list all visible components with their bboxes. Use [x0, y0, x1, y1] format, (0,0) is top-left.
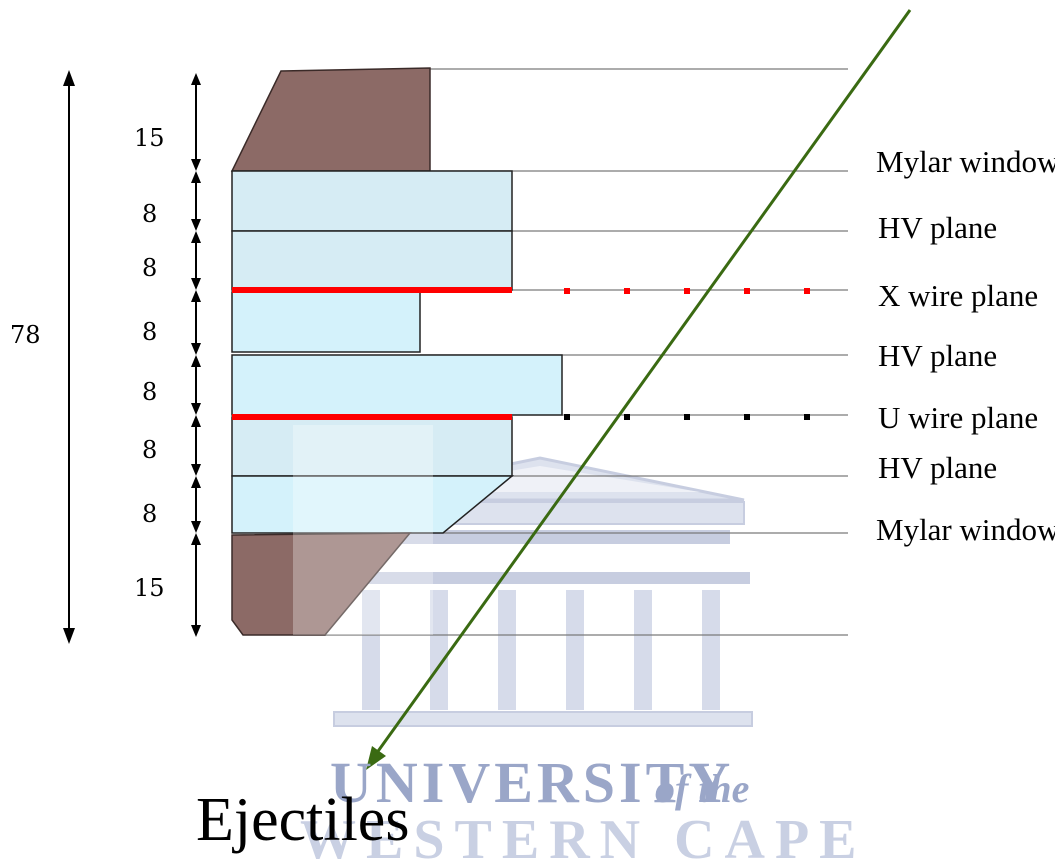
segment-arrow	[191, 73, 201, 171]
watermark-line2: WESTERN CAPE	[300, 809, 867, 863]
segment-arrow	[191, 533, 201, 637]
ejectile-track	[366, 9, 912, 770]
segment-arrow	[191, 290, 201, 355]
segment-arrow	[191, 415, 201, 476]
segment-dimension-label: 15	[134, 124, 165, 152]
hv-plane-1	[231, 170, 513, 232]
top-frame	[230, 67, 431, 172]
total-dimension-label: 78	[10, 321, 41, 349]
segment-arrow	[191, 476, 201, 533]
ejectiles-label: Ejectiles	[196, 786, 409, 854]
layer-label: HV plane	[878, 450, 997, 485]
watermark-overlay	[293, 425, 433, 635]
segment-dimension-labels: 15 8 8 8 8 8 8 15	[134, 124, 165, 602]
segment-dimension-label: 8	[142, 500, 157, 528]
segment-arrow	[191, 171, 201, 231]
layer-label: X wire plane	[878, 278, 1038, 313]
watermark-line1: UNIVERSITY	[330, 750, 734, 815]
segment-arrow	[191, 355, 201, 415]
layer-label: Mylar window	[876, 512, 1055, 547]
bottom-window-plane	[231, 475, 515, 534]
segment-dimension-label: 8	[142, 378, 157, 406]
u-wire-dots	[564, 414, 810, 420]
segment-dimension-arrows	[191, 73, 201, 637]
bottom-frame	[231, 532, 412, 636]
segment-arrow	[191, 231, 201, 290]
layer-label: HV plane	[878, 338, 997, 373]
hv-plane-2	[231, 291, 421, 353]
hv-plane-3	[231, 354, 563, 416]
layer-labels: Mylar window HV plane X wire plane HV plane…	[876, 144, 1055, 547]
watermark-building	[330, 456, 753, 727]
watermark-text: UNIVERSITY of the WESTERN CAPE	[300, 750, 867, 863]
u-wire-gap	[231, 416, 513, 477]
u-wire-plane	[232, 414, 512, 420]
x-wire-plane	[232, 287, 512, 293]
layer-label: Mylar window	[876, 144, 1055, 179]
x-wire-dots	[564, 288, 810, 294]
segment-dimension-label: 8	[142, 318, 157, 346]
segment-dimension-label: 8	[142, 436, 157, 464]
total-dimension-arrow	[63, 70, 75, 644]
x-wire-gap	[231, 230, 513, 291]
segment-dimension-label: 8	[142, 200, 157, 228]
layer-label: HV plane	[878, 210, 997, 245]
layer-label: U wire plane	[878, 400, 1038, 435]
segment-dimension-label: 15	[134, 574, 165, 602]
segment-dimension-label: 8	[142, 254, 157, 282]
watermark-line1-suffix: of the	[655, 766, 749, 811]
